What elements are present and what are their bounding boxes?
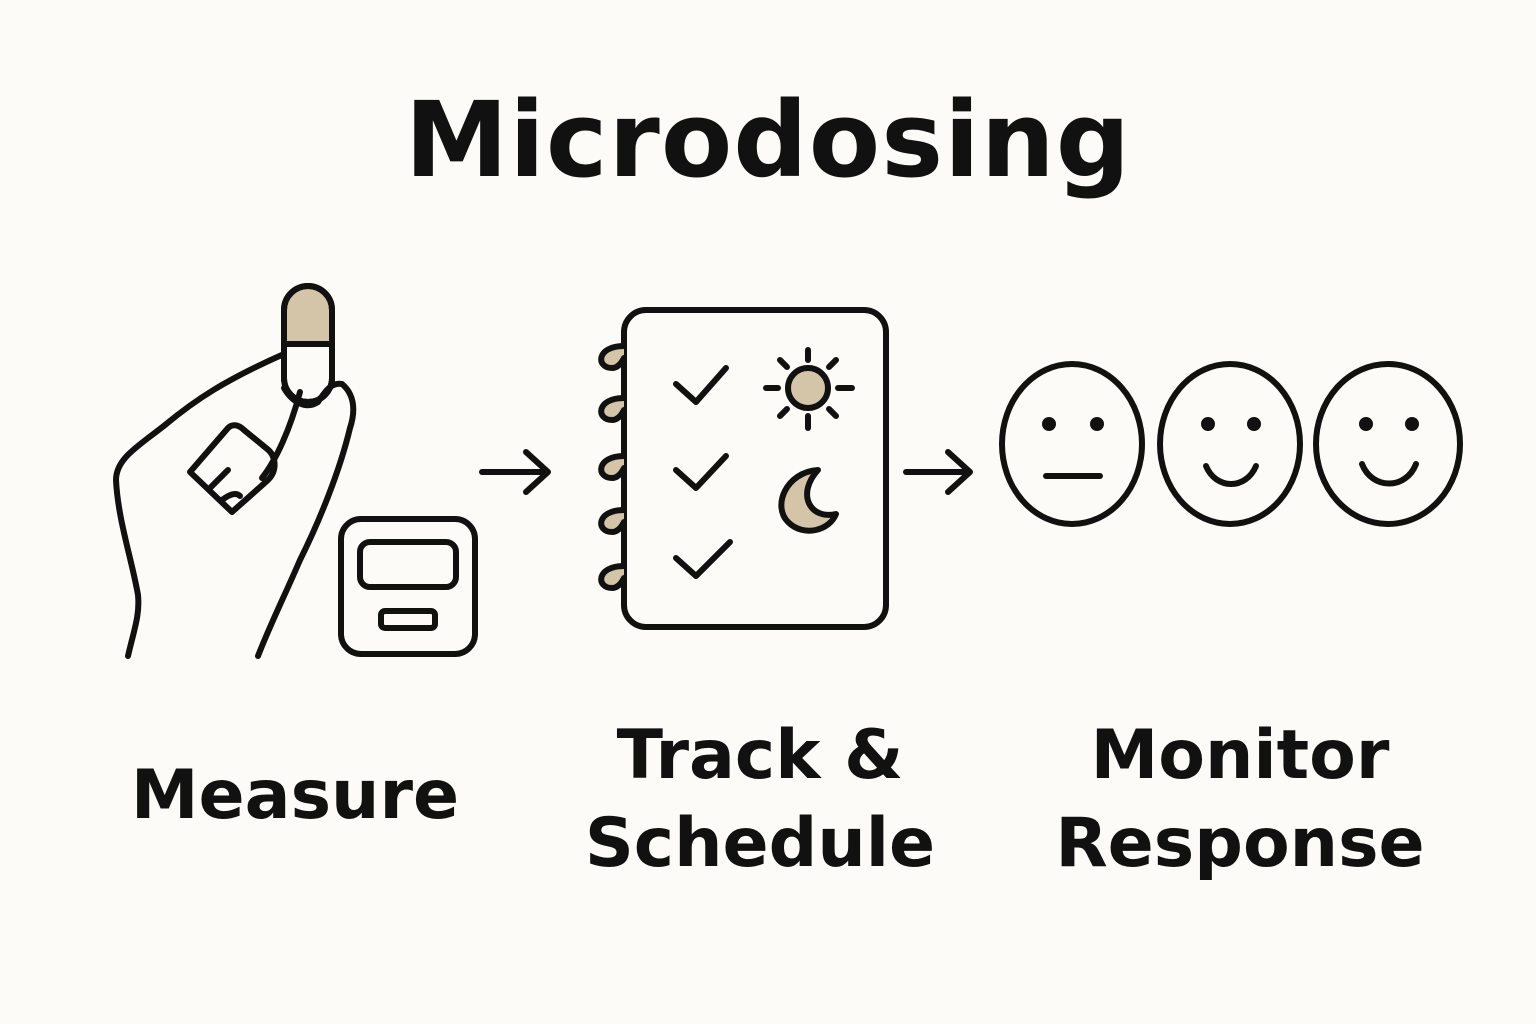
moon-icon: [778, 467, 839, 534]
step-label-line: Response: [1055, 804, 1425, 883]
step-label-measure: Measure: [100, 752, 490, 840]
neutral-face-icon: [999, 361, 1145, 527]
check-icon: [673, 453, 729, 491]
step-label-line: Track &: [616, 716, 904, 795]
arrow-right-icon: [903, 449, 973, 495]
step-label-line: Monitor: [1090, 716, 1390, 795]
step-label-track-schedule: Track & Schedule: [540, 712, 980, 888]
check-icon: [673, 365, 729, 405]
step-label-monitor-response: Monitor Response: [1010, 712, 1470, 888]
notebook-icon: [598, 307, 889, 630]
scale-icon: [338, 516, 478, 657]
diagram-title: Microdosing: [404, 79, 1132, 201]
hand-capsule-icon: [113, 283, 357, 659]
step-label-line: Measure: [130, 756, 460, 835]
check-icon: [673, 539, 733, 579]
happy-face-icon: [1313, 361, 1463, 527]
sun-icon: [763, 347, 855, 431]
smiling-face-icon: [1157, 361, 1303, 527]
step-label-line: Schedule: [584, 804, 936, 883]
arrow-right-icon: [479, 449, 551, 495]
